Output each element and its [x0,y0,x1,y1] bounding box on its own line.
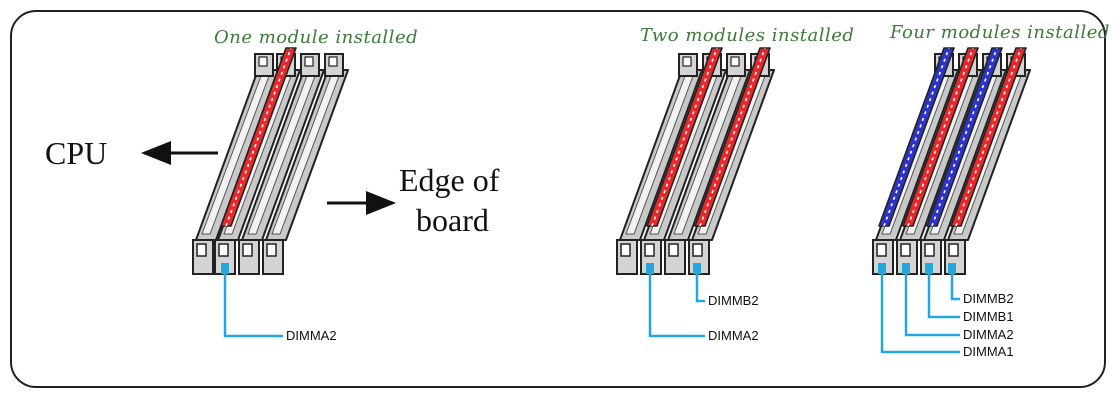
slot-group-one-module [192,47,349,338]
leader-line-dimma2 [648,274,705,338]
label-dimma2-one: DIMMA2 [286,328,337,343]
slot-group-two-modules [616,47,775,338]
led-dimma2 [902,263,910,274]
leader-line-dimma1 [880,274,960,354]
caption-four-modules: Four modules installed [890,22,1110,43]
label-dimma2-two: DIMMA2 [708,328,759,343]
caption-two-modules: Two modules installed [640,25,855,46]
led-dimma2 [221,263,229,274]
edge-of-board-label-line1: Edge of [399,162,500,198]
label-dimma2-four: DIMMA2 [963,327,1014,342]
label-dimmb2-four: DIMMB2 [963,291,1014,306]
caption-one-module: One module installed [214,27,419,48]
led-dimma2 [646,263,654,274]
led-dimmb2 [948,263,956,274]
leader-line-dimmb2 [695,274,705,303]
label-dimmb1-four: DIMMB1 [963,309,1014,324]
led-dimmb1 [925,263,933,274]
leader-line-dimma2 [223,274,283,338]
edge-of-board-label-line2: board [416,202,489,238]
slot-group-four-modules [872,47,1031,354]
leader-line-dimma2 [904,274,960,337]
led-dimma1 [878,263,886,274]
leader-line-dimmb1 [927,274,960,319]
leader-line-dimmb2 [950,274,960,301]
label-dimma1-four: DIMMA1 [963,344,1014,359]
label-dimmb2-two: DIMMB2 [708,293,759,308]
led-dimmb2 [693,263,701,274]
cpu-label: CPU [45,135,108,171]
